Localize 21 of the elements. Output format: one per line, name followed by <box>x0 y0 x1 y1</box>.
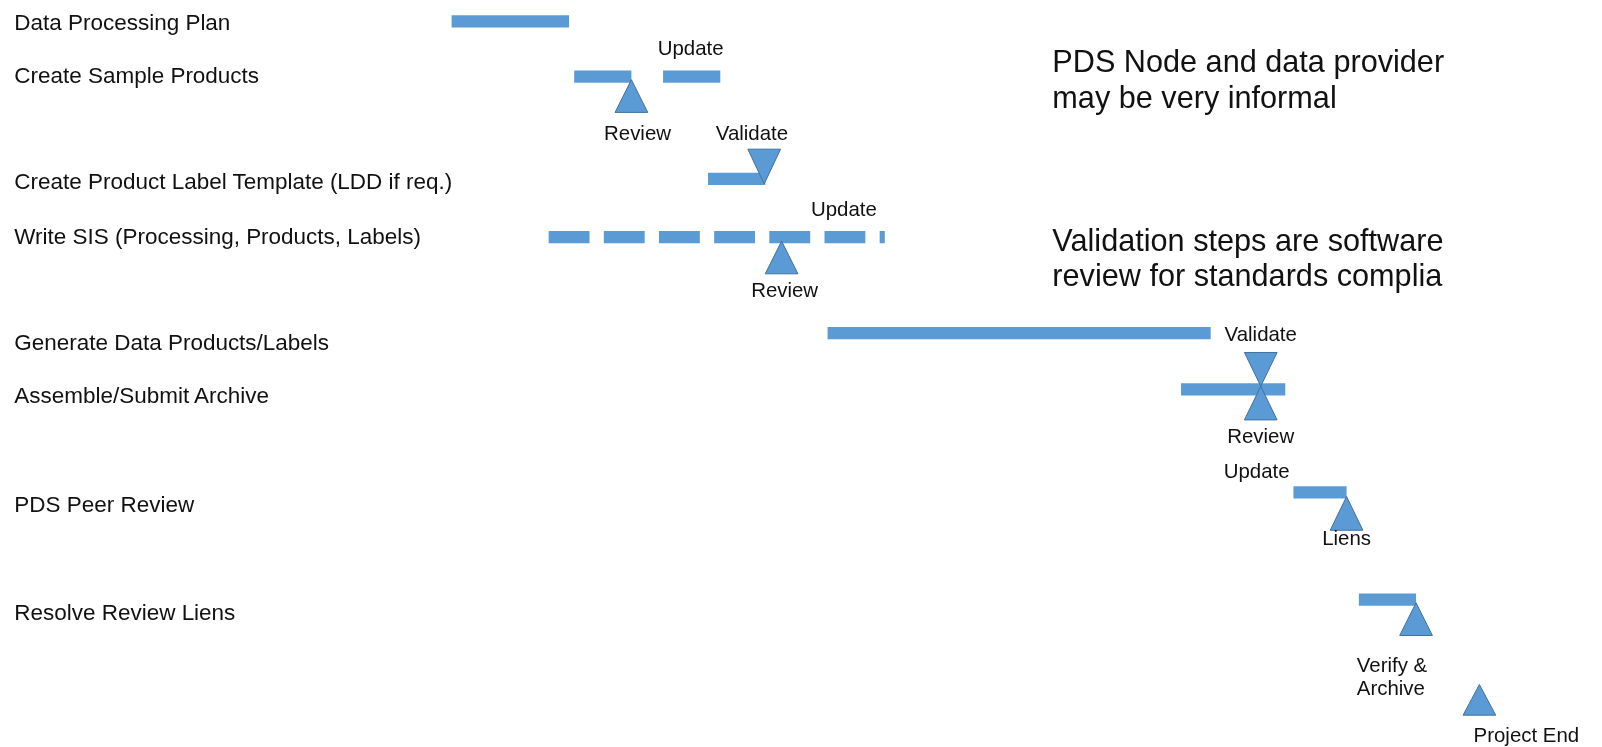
milestone-label: Review <box>604 122 671 146</box>
task-label: Data Processing Plan <box>14 9 231 36</box>
milestone-label: Review <box>1227 424 1295 448</box>
task-label: Create Product Label Template (LDD if req.) <box>14 168 453 195</box>
milestone-label: Review <box>751 279 819 303</box>
milestone-label: Liens <box>1322 526 1371 551</box>
task-label: Generate Data Products/Labels <box>14 330 330 357</box>
milestone-label: Update <box>1223 460 1290 484</box>
milestone-label: Update <box>657 37 724 61</box>
milestone-label: Validate <box>715 122 789 146</box>
milestone-label: Validate <box>1224 323 1297 347</box>
task-label: Assemble/Submit Archive <box>14 383 270 410</box>
task-label: PDS Peer Review <box>14 491 195 518</box>
milestone-label: Project End <box>1473 723 1580 747</box>
task-label: Create Sample Products <box>14 62 260 89</box>
task-label: Write SIS (Processing, Products, Labels) <box>14 224 421 250</box>
milestone-label: Update <box>810 197 877 222</box>
note: PDS Node and data provider may be very informal <box>1052 44 1446 115</box>
note: Validation steps are software review for standards complia <box>1052 223 1445 294</box>
task-label: Resolve Review Liens <box>14 600 236 626</box>
milestone-label: Verify & Archive <box>1356 653 1429 701</box>
